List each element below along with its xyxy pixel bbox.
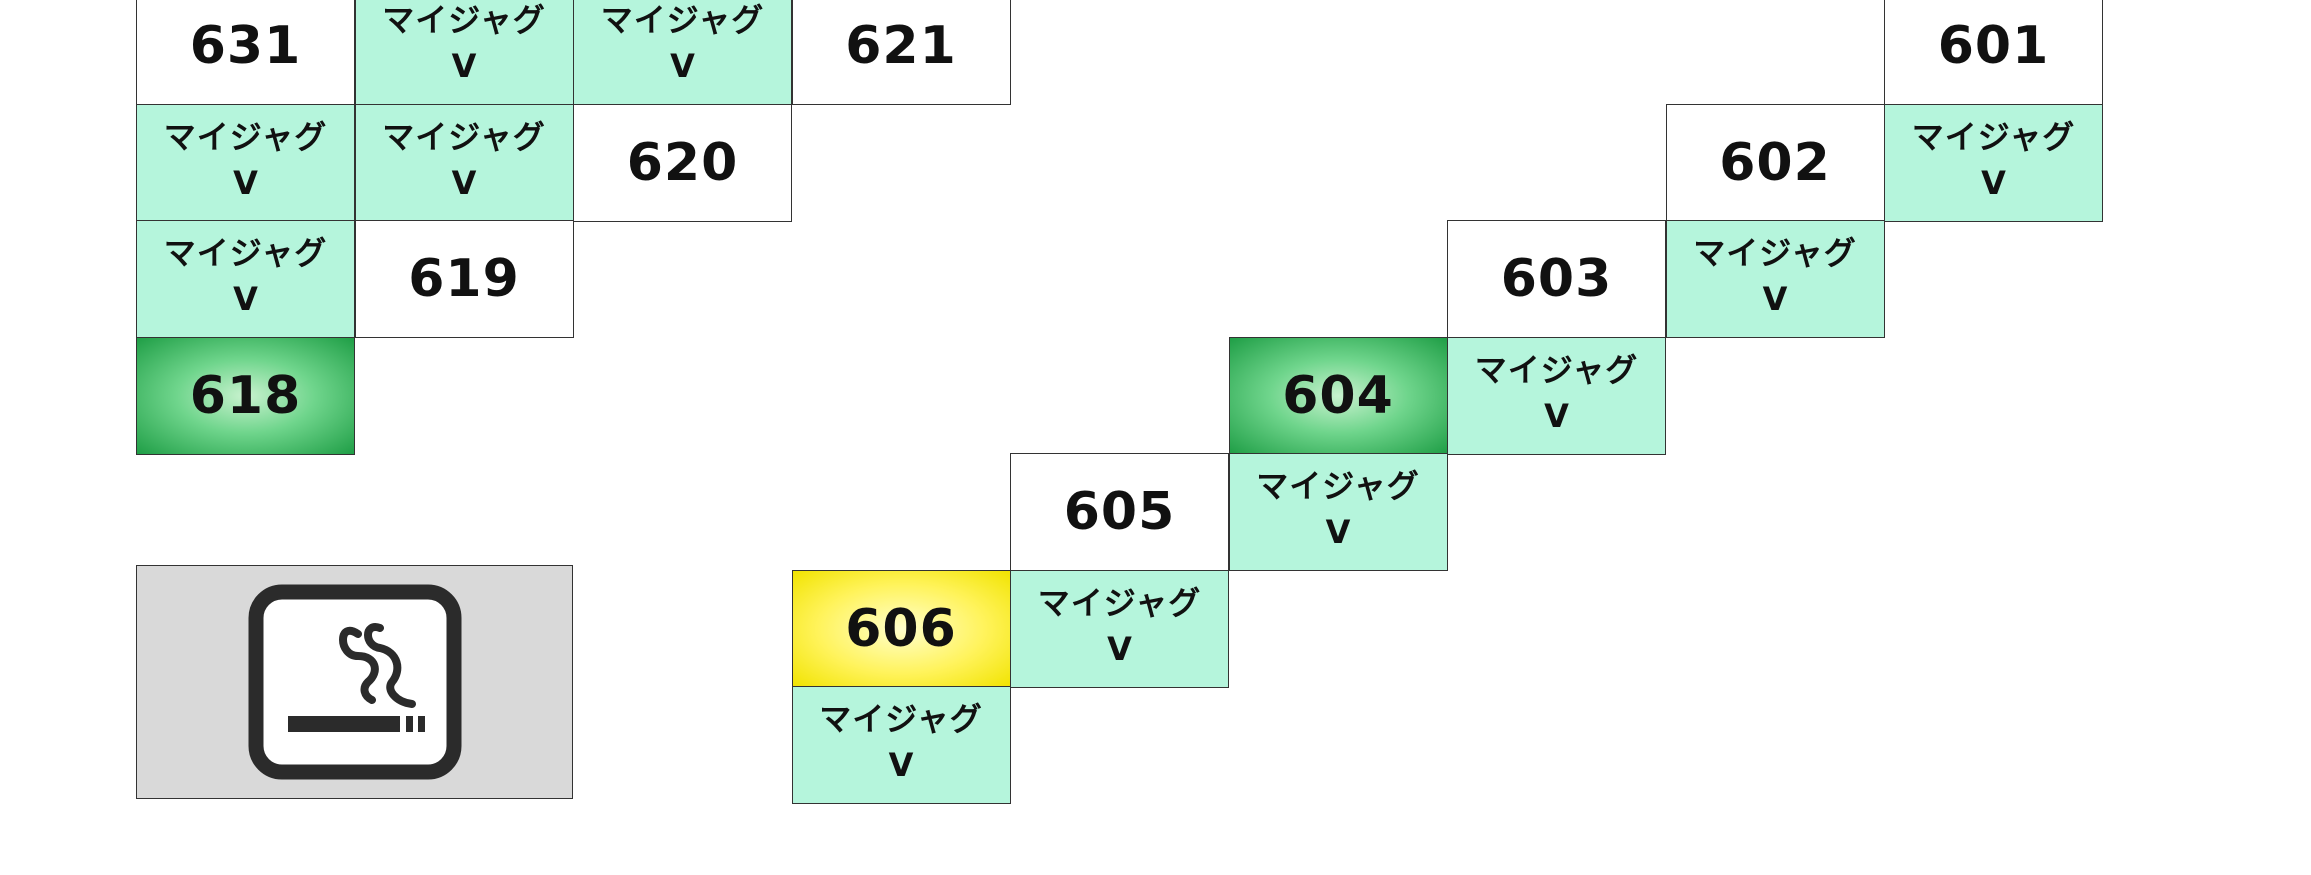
machine-model: V xyxy=(888,746,914,784)
machine-name: マイジャグ xyxy=(1693,234,1857,273)
machine-cell[interactable]: マイジャグ V xyxy=(573,0,792,105)
machine-name: マイジャグ xyxy=(382,117,546,156)
machine-number: 603 xyxy=(1500,249,1613,309)
machine-number-cell[interactable]: 602 xyxy=(1665,103,1885,222)
machine-name: マイジャグ xyxy=(163,117,328,156)
machine-number: 604 xyxy=(1282,365,1394,426)
machine-cell[interactable]: マイジャグ V xyxy=(354,103,574,222)
machine-number: 618 xyxy=(189,365,302,426)
machine-model: V xyxy=(451,163,477,202)
machine-cell[interactable]: マイジャグ V xyxy=(1884,103,2103,222)
machine-number-cell[interactable]: 606 xyxy=(791,569,1011,688)
machine-name: マイジャグ xyxy=(1256,467,1420,506)
machine-number-cell[interactable]: 605 xyxy=(1010,453,1229,571)
machine-model: V xyxy=(1325,513,1351,551)
machine-model: V xyxy=(1762,280,1788,318)
machine-name: マイジャグ xyxy=(819,700,983,739)
machine-cell[interactable]: マイジャグ V xyxy=(1447,336,1666,455)
machine-name: マイジャグ xyxy=(1474,350,1639,389)
machine-name: マイジャグ xyxy=(382,1,546,40)
machine-cell[interactable]: マイジャグ V xyxy=(1010,569,1229,688)
machine-name: マイジャグ xyxy=(163,234,328,273)
machine-name: マイジャグ xyxy=(1911,117,2076,156)
machine-number-cell[interactable]: 601 xyxy=(1884,0,2103,105)
machine-number-cell[interactable]: 604 xyxy=(1228,336,1448,455)
machine-number-cell[interactable]: 620 xyxy=(573,103,792,222)
machine-number: 606 xyxy=(845,598,957,659)
machine-model: V xyxy=(1544,396,1569,435)
machine-cell[interactable]: マイジャグ V xyxy=(791,686,1011,804)
machine-number: 605 xyxy=(1063,482,1176,542)
machine-name: マイジャグ xyxy=(1037,583,1202,622)
machine-number: 619 xyxy=(408,249,520,309)
machine-number: 631 xyxy=(189,16,302,76)
machine-cell[interactable]: マイジャグ V xyxy=(1228,453,1448,571)
machine-number-cell[interactable]: 603 xyxy=(1447,220,1666,338)
machine-model: V xyxy=(451,47,477,85)
machine-model: V xyxy=(1981,163,2006,202)
machine-number: 620 xyxy=(626,132,739,193)
machine-number-cell[interactable]: 621 xyxy=(791,0,1011,105)
machine-number: 601 xyxy=(1937,16,2050,76)
machine-cell[interactable]: マイジャグ V xyxy=(136,220,355,338)
machine-name: マイジャグ xyxy=(600,1,765,40)
machine-model: V xyxy=(233,280,258,318)
machine-cell[interactable]: マイジャグ V xyxy=(136,103,355,222)
machine-cell[interactable]: マイジャグ V xyxy=(1665,220,1885,338)
machine-model: V xyxy=(233,163,258,202)
smoking-icon xyxy=(248,584,461,780)
machine-cell[interactable]: マイジャグ V xyxy=(354,0,574,105)
machine-number-cell[interactable]: 631 xyxy=(136,0,355,105)
machine-number: 621 xyxy=(845,16,957,76)
machine-number: 602 xyxy=(1719,132,1831,193)
smoking-area xyxy=(136,565,573,799)
machine-number-cell[interactable]: 619 xyxy=(354,220,574,338)
machine-model: V xyxy=(1107,629,1132,668)
machine-number-cell[interactable]: 618 xyxy=(136,336,355,455)
machine-model: V xyxy=(670,47,695,85)
